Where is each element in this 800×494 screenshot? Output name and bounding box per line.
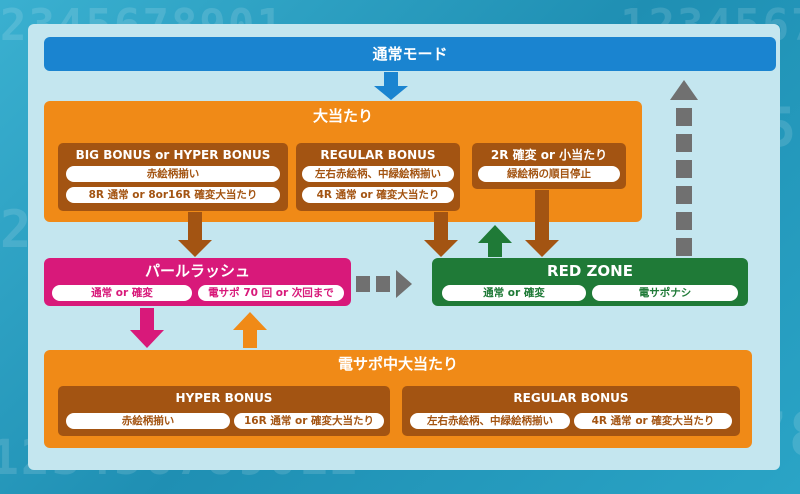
arrow-normal-to-jackpot bbox=[374, 72, 408, 100]
pearl-rush-box: パールラッシュ 通常 or 確変 電サポ 70 回 or 次回まで bbox=[44, 258, 351, 306]
red-zone-left: 通常 or 確変 bbox=[442, 285, 586, 301]
pearl-rush-title: パールラッシュ bbox=[144, 262, 250, 280]
arrow-small-to-redzone bbox=[525, 190, 559, 257]
regular-bonus-line1: 左右赤絵柄、中緑絵柄揃い bbox=[302, 166, 454, 182]
hyper-bonus-right: 16R 通常 or 確変大当たり bbox=[234, 413, 384, 429]
hyper-bonus-box: HYPER BONUS 赤絵柄揃い 16R 通常 or 確変大当たり bbox=[58, 386, 390, 436]
jackpot-title: 大当たり bbox=[312, 107, 373, 125]
arrow-pearl-to-densapo bbox=[130, 308, 164, 348]
small-jackpot-box: 2R 確変 or 小当たり 緑絵柄の順目停止 bbox=[472, 143, 626, 189]
big-bonus-line2: 8R 通常 or 8or16R 確変大当たり bbox=[66, 187, 280, 203]
regular-bonus-box: REGULAR BONUS 左右赤絵柄、中緑絵柄揃い 4R 通常 or 確変大当… bbox=[296, 143, 460, 211]
regular-bonus-title: REGULAR BONUS bbox=[320, 148, 436, 162]
arrow-redzone-to-small bbox=[478, 225, 512, 257]
densapo-jackpot-title: 電サポ中大当たり bbox=[337, 355, 458, 373]
arrow-redzone-to-normal bbox=[670, 80, 698, 256]
arrow-regular-to-redzone bbox=[424, 212, 458, 257]
arrow-big-to-pearl bbox=[178, 212, 212, 257]
red-zone-title: RED ZONE bbox=[547, 262, 633, 280]
densapo-regular-bonus-title: REGULAR BONUS bbox=[513, 391, 629, 405]
arrow-densapo-to-pearl bbox=[233, 312, 267, 348]
densapo-regular-bonus-box: REGULAR BONUS 左右赤絵柄、中緑絵柄揃い 4R 通常 or 確変大当… bbox=[402, 386, 740, 436]
big-bonus-line1: 赤絵柄揃い bbox=[66, 166, 280, 182]
big-bonus-title: BIG BONUS or HYPER BONUS bbox=[75, 148, 271, 162]
jackpot-box: 大当たり BIG BONUS or HYPER BONUS 赤絵柄揃い 8R 通… bbox=[44, 101, 642, 222]
small-jackpot-title: 2R 確変 or 小当たり bbox=[490, 148, 608, 162]
arrow-pearl-to-redzone bbox=[356, 270, 412, 298]
regular-bonus-line2: 4R 通常 or 確変大当たり bbox=[302, 187, 454, 203]
red-zone-right: 電サポナシ bbox=[592, 285, 738, 301]
hyper-bonus-left: 赤絵柄揃い bbox=[66, 413, 230, 429]
red-zone-box: RED ZONE 通常 or 確変 電サポナシ bbox=[432, 258, 748, 306]
normal-mode-box: 通常モード bbox=[44, 37, 776, 71]
normal-mode-title: 通常モード bbox=[372, 45, 448, 63]
densapo-regular-bonus-left: 左右赤絵柄、中緑絵柄揃い bbox=[410, 413, 570, 429]
pearl-rush-right: 電サポ 70 回 or 次回まで bbox=[198, 285, 344, 301]
hyper-bonus-title: HYPER BONUS bbox=[175, 391, 273, 405]
densapo-regular-bonus-right: 4R 通常 or 確変大当たり bbox=[574, 413, 732, 429]
densapo-jackpot-box: 電サポ中大当たり HYPER BONUS 赤絵柄揃い 16R 通常 or 確変大… bbox=[44, 350, 752, 448]
small-jackpot-line1: 緑絵柄の順目停止 bbox=[478, 166, 620, 182]
pearl-rush-left: 通常 or 確変 bbox=[52, 285, 192, 301]
big-bonus-box: BIG BONUS or HYPER BONUS 赤絵柄揃い 8R 通常 or … bbox=[58, 143, 288, 211]
